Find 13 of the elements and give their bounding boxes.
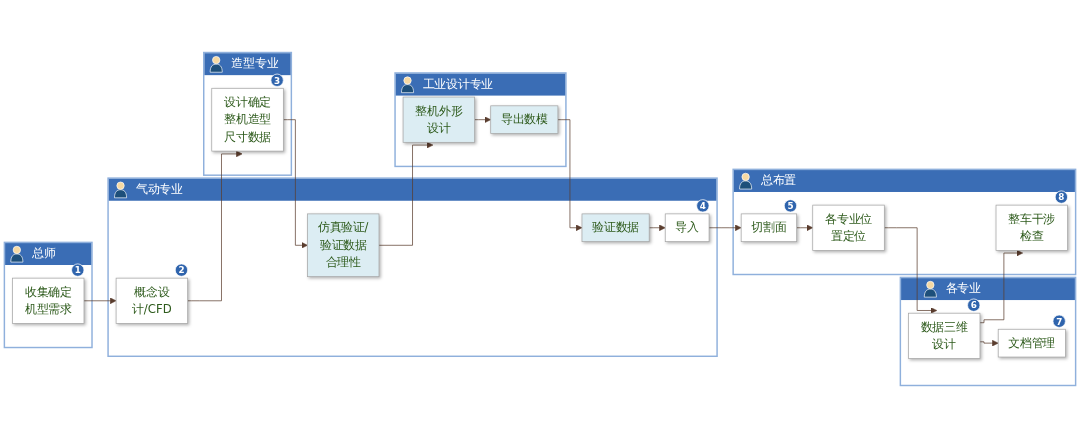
node-box: 仿真验证/验证数据合理性 [307,213,380,278]
node-box: 整车干涉检查 [995,204,1068,251]
node-box: 设计确定整机造型尺寸数据 [211,87,284,152]
node-box: 验证数据 [581,213,650,242]
node-box: 导入 [664,213,710,242]
node-box: 整机外形设计 [402,96,475,143]
node-box: 文档管理 [997,328,1066,358]
node-box: 收集确定机型需求 [12,277,85,324]
node-box: 导出数模 [490,105,559,134]
node-box: 概念设计/CFD [115,277,189,324]
node-box: 各专业位置定位 [812,204,885,251]
node-box: 切割面 [740,213,798,242]
node-box: 数据三维设计 [908,312,981,359]
